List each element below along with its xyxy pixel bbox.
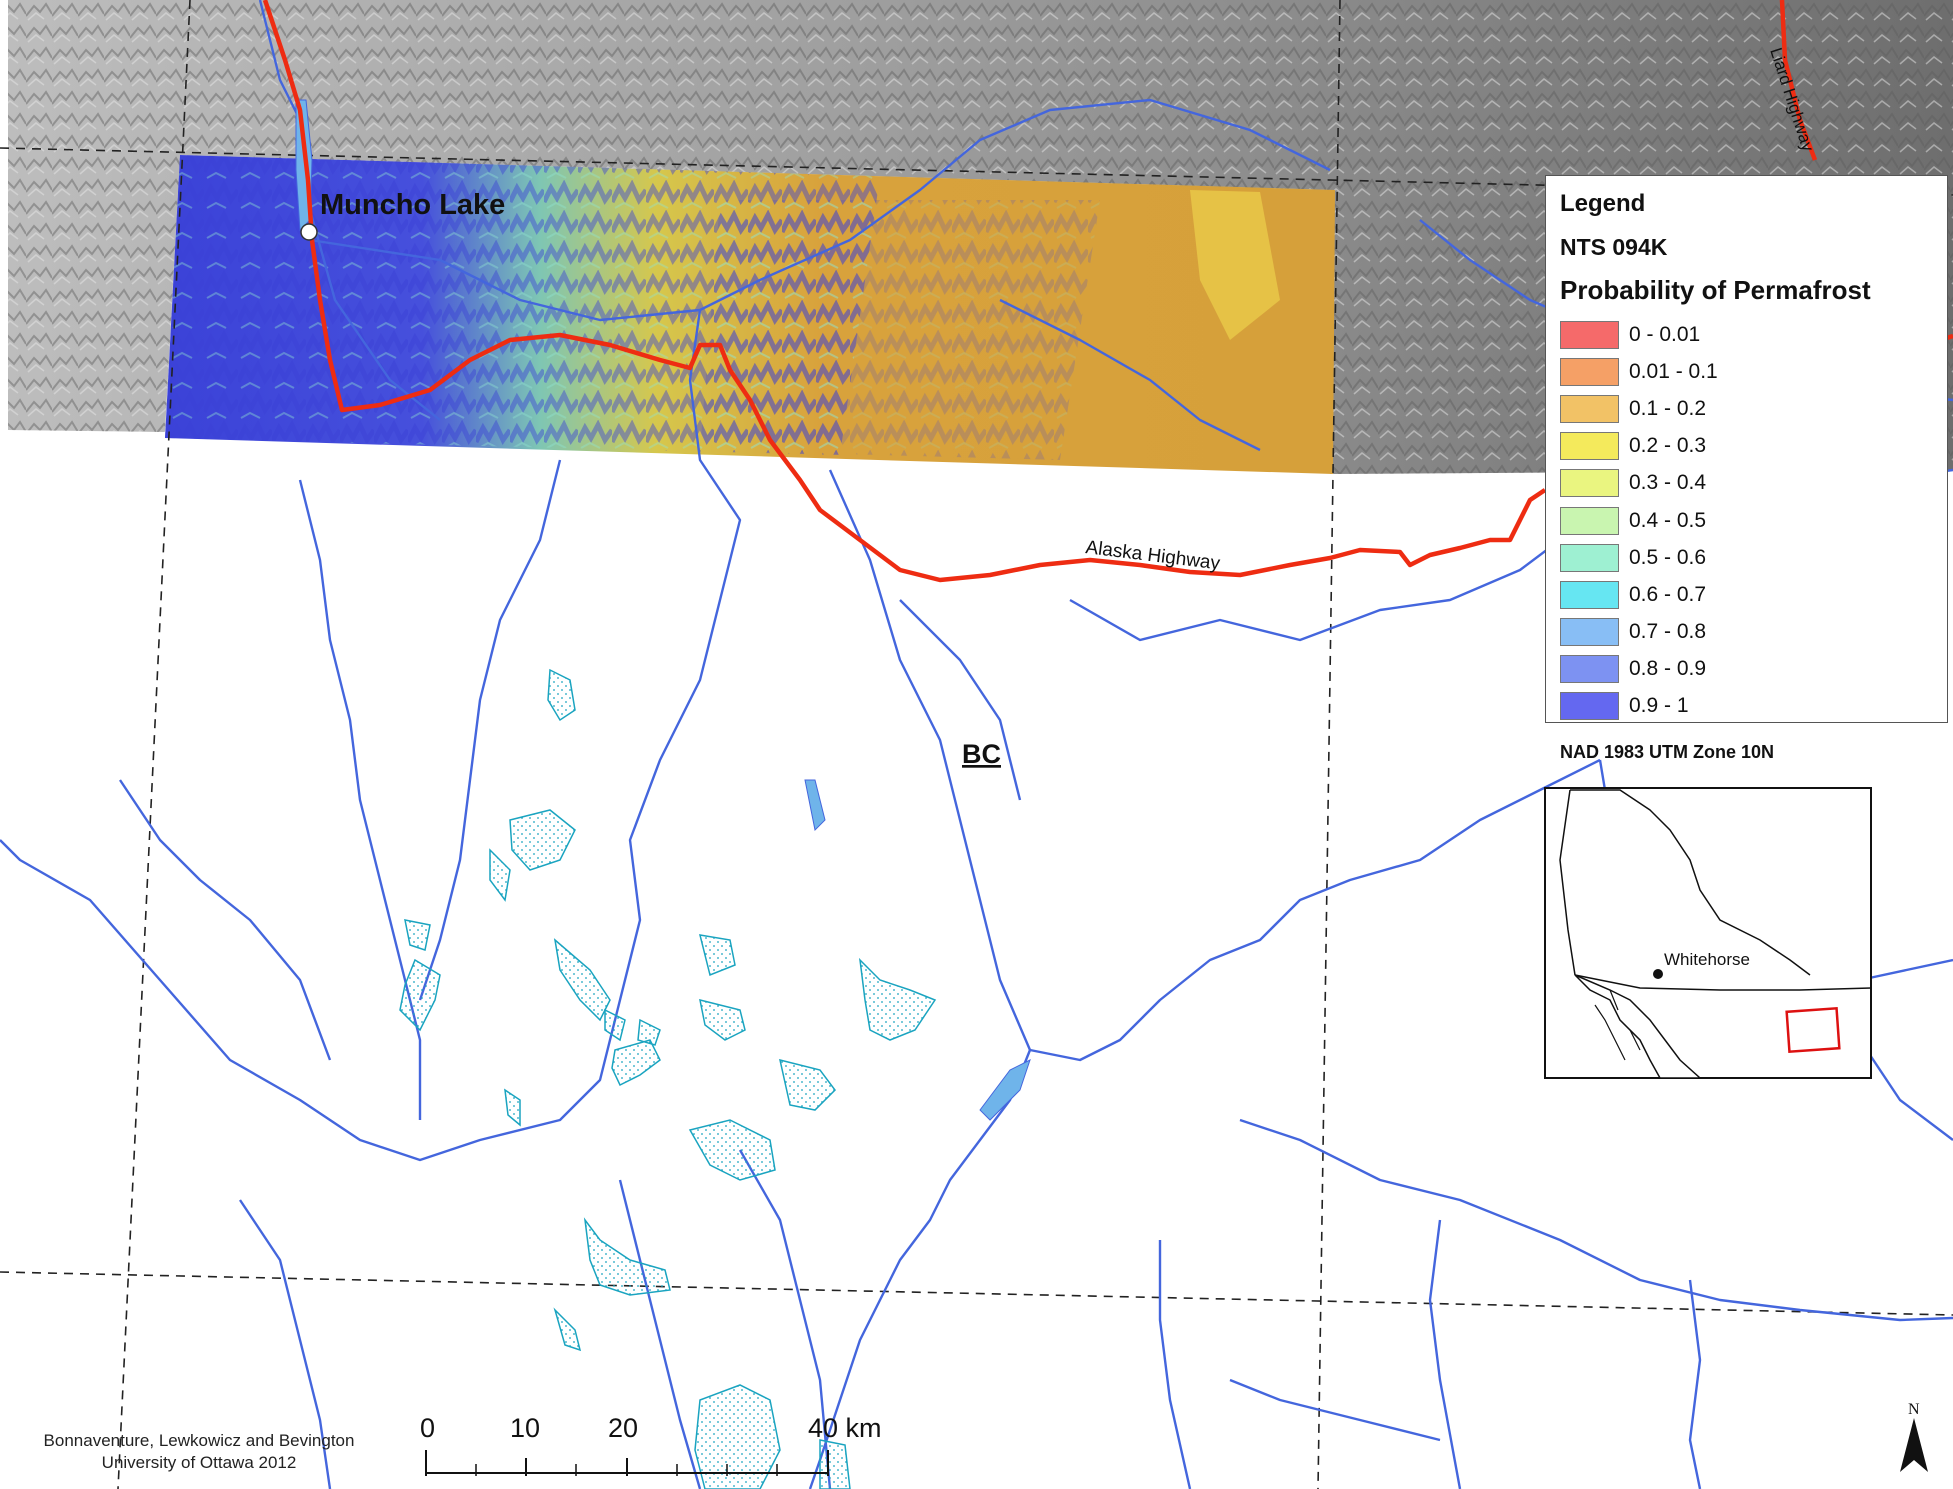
- legend-swatch: [1560, 432, 1619, 461]
- legend-label: 0.4 - 0.5: [1629, 508, 1707, 532]
- projection-label: NAD 1983 UTM Zone 10N: [1560, 742, 1775, 762]
- province-label: BC: [962, 739, 1001, 769]
- legend-swatch: [1560, 655, 1619, 684]
- legend-label: 0.1 - 0.2: [1629, 396, 1707, 420]
- legend-swatch: [1560, 357, 1619, 386]
- legend-subtitle: Probability of Permafrost: [1560, 275, 1871, 305]
- muncho-lake-label: Muncho Lake: [320, 189, 505, 221]
- north-arrow: N: [1900, 1401, 1928, 1472]
- legend-swatch: [1560, 580, 1619, 609]
- legend-row: 0.3 - 0.4: [1560, 465, 1718, 502]
- legend-row: 0.4 - 0.5: [1560, 502, 1718, 539]
- legend-swatch: [1560, 506, 1619, 535]
- legend-swatch: [1560, 320, 1619, 349]
- legend-row: 0.7 - 0.8: [1560, 614, 1718, 651]
- legend-label: 0.3 - 0.4: [1629, 471, 1707, 495]
- muncho-lake-point: [300, 223, 318, 241]
- scale-bar: 0 10 20 40 km: [420, 1413, 882, 1476]
- north-arrow-icon: [1900, 1418, 1928, 1472]
- credit-line-2: University of Ottawa 2012: [101, 1453, 297, 1472]
- permafrost-probability-raster: [165, 155, 1335, 474]
- scale-tick-20: 20: [608, 1413, 638, 1443]
- credit: Bonnaventure, Lewkowicz and Bevington Un…: [14, 1430, 384, 1474]
- legend-label: 0.2 - 0.3: [1629, 434, 1707, 458]
- small-lake: [804, 779, 826, 832]
- legend-swatch: [1560, 543, 1619, 572]
- legend-swatch: [1560, 692, 1619, 721]
- legend-row: 0.6 - 0.7: [1560, 576, 1718, 613]
- scale-tick-0: 0: [420, 1413, 435, 1443]
- legend-row: 0.01 - 0.1: [1560, 353, 1718, 390]
- legend-label: 0.9 - 1: [1629, 694, 1689, 718]
- alaska-highway-line: [262, 0, 1547, 583]
- legend-row: 0.5 - 0.6: [1560, 539, 1718, 576]
- legend-row: 0.8 - 0.9: [1560, 651, 1718, 688]
- whitehorse-point: [1653, 969, 1663, 979]
- legend-label: 0 - 0.01: [1629, 322, 1701, 346]
- legend-label: 0.6 - 0.7: [1629, 582, 1707, 606]
- legend-row: 0.9 - 1: [1560, 688, 1718, 725]
- north-label: N: [1908, 1401, 1920, 1418]
- legend-sheet: NTS 094K: [1560, 234, 1668, 260]
- credit-line-1: Bonnaventure, Lewkowicz and Bevington: [43, 1431, 355, 1450]
- liard-highway-line: [1779, 0, 1818, 161]
- legend-label: 0.5 - 0.6: [1629, 545, 1707, 569]
- legend-swatch: [1560, 618, 1619, 647]
- legend-label: 0.01 - 0.1: [1629, 359, 1718, 383]
- legend-swatch: [1560, 394, 1619, 423]
- glaciers: [399, 668, 937, 1489]
- river-lake: [979, 1059, 1031, 1121]
- inset-locator-map: Whitehorse: [1544, 787, 1872, 1079]
- legend-row: 0 - 0.01: [1560, 316, 1718, 353]
- legend-rows: 0 - 0.01 0.01 - 0.1 0.1 - 0.2 0.2 - 0.3 0.3 …: [1560, 316, 1718, 725]
- study-area-marker: [1785, 1006, 1841, 1054]
- hillshade-terrain: [8, 0, 1953, 474]
- legend-row: 0.1 - 0.2: [1560, 390, 1718, 427]
- legend-swatch: [1560, 469, 1619, 498]
- legend-title: Legend: [1560, 190, 1646, 217]
- legend-label: 0.7 - 0.8: [1629, 620, 1707, 644]
- legend-row: 0.2 - 0.3: [1560, 428, 1718, 465]
- inset-city-label: Whitehorse: [1664, 950, 1750, 969]
- legend-label: 0.8 - 0.9: [1629, 657, 1707, 681]
- scale-tick-40: 40 km: [808, 1413, 882, 1443]
- scale-tick-10: 10: [510, 1413, 540, 1443]
- legend-box: Legend NTS 094K Probability of Permafros…: [1545, 175, 1948, 723]
